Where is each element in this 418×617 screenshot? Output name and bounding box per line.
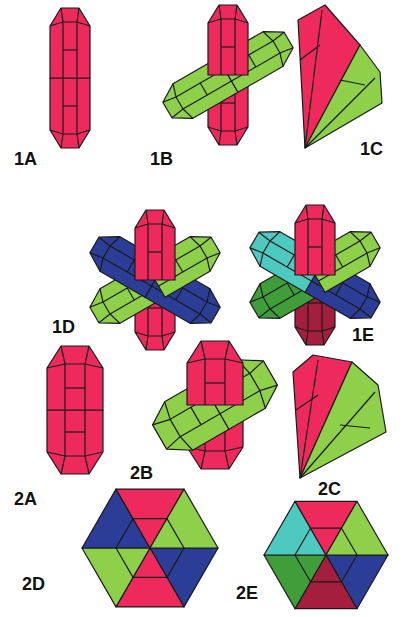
crystal-2a: [47, 346, 103, 474]
figure-label: 2D: [22, 575, 45, 593]
crystal-2e: [264, 501, 388, 608]
crystal-1b: [157, 5, 298, 145]
figure-label: 2C: [318, 480, 341, 498]
figure-label: 1B: [150, 150, 173, 168]
figure-label: 1D: [52, 318, 75, 336]
figure-label: 1A: [14, 150, 37, 168]
crystal-2b: [146, 341, 285, 469]
crystal-2c: [293, 355, 386, 478]
crystal-1d: [84, 210, 225, 350]
figure-label: 1C: [360, 140, 383, 158]
crystal-1c: [298, 5, 382, 148]
crystal-1e: [244, 205, 385, 345]
figure-label: 2B: [130, 464, 153, 482]
figure-label: 1E: [352, 326, 374, 344]
crystal-2d: [82, 489, 218, 607]
crystal-1a: [50, 8, 90, 148]
figure-label: 2A: [14, 490, 37, 508]
figure-label: 2E: [236, 584, 258, 602]
